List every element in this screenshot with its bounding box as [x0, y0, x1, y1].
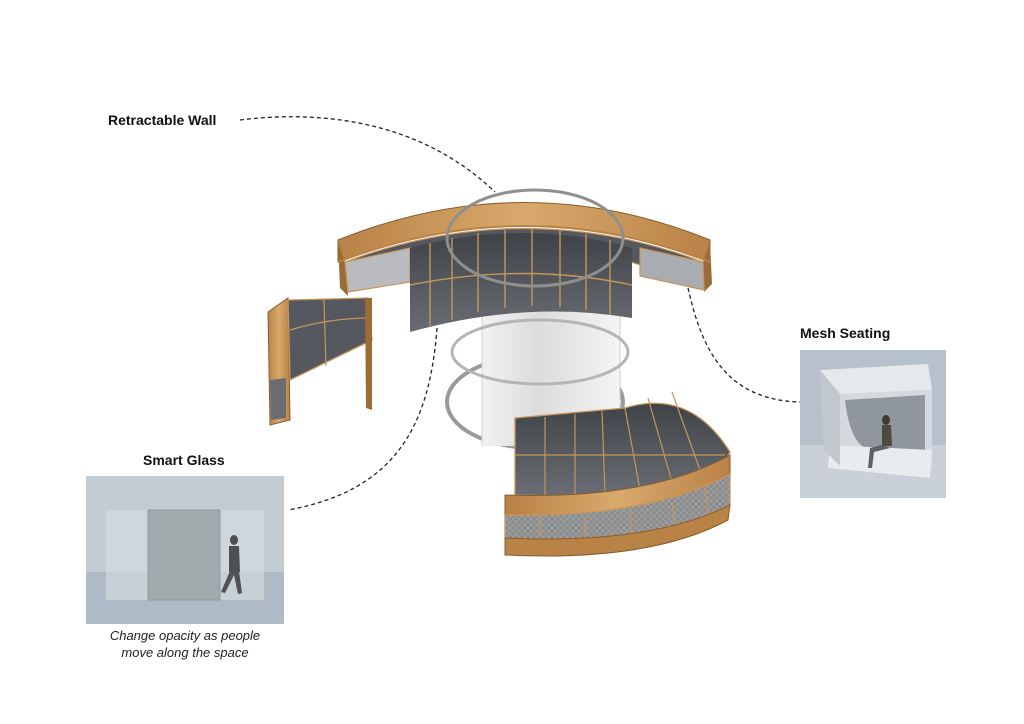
- smart-glass-caption-line-2: move along the space: [121, 645, 249, 660]
- mesh-seating-leader-line: [687, 287, 801, 403]
- mesh-seating-label: Mesh Seating: [800, 325, 891, 341]
- walking-person-figure: [221, 535, 242, 594]
- smart-glass-caption-line-1: Change opacity as people: [109, 628, 261, 643]
- bottom-arc-module: [504, 391, 731, 557]
- retractable-wall-leader-line: [239, 116, 496, 193]
- smart-glass-render: [86, 476, 284, 624]
- top-arc-module: [337, 188, 712, 332]
- smart-glass-label: Smart Glass: [143, 452, 225, 468]
- seated-person-figure: [868, 415, 892, 468]
- retractable-wall-label: Retractable Wall: [108, 112, 217, 128]
- retractable-wall-ring: [445, 188, 625, 288]
- smart-glass-caption: Change opacity as people move along the …: [86, 627, 284, 661]
- smart-glass-leader-line: [287, 327, 438, 511]
- left-door-module: [267, 297, 373, 426]
- mesh-seating-render: [800, 350, 946, 498]
